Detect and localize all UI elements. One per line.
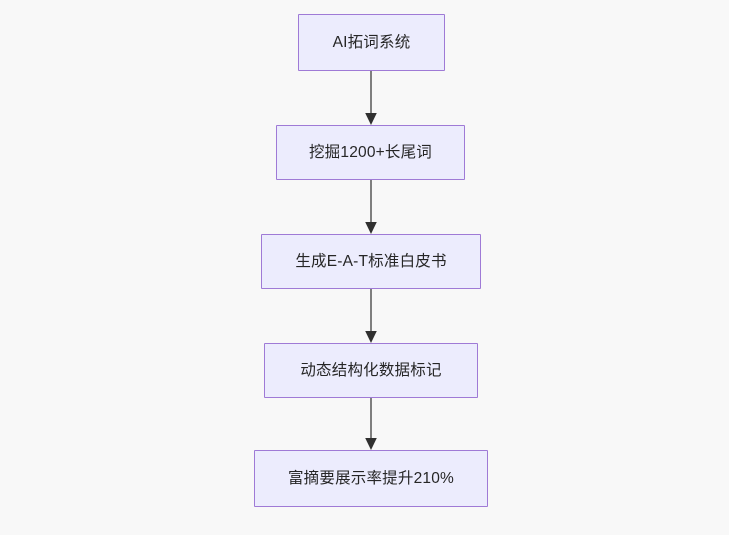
flow-node-mine-longtail-keywords[interactable]: 挖掘1200+长尾词 — [276, 125, 465, 180]
edge-n2-n3 — [365, 180, 377, 234]
flow-node-generate-eat-whitepaper[interactable]: 生成E-A-T标准白皮书 — [261, 234, 481, 289]
flow-node-label: AI拓词系统 — [332, 33, 411, 51]
flow-node-label: 动态结构化数据标记 — [300, 361, 442, 379]
flow-node-dynamic-structured-data-markup[interactable]: 动态结构化数据标记 — [264, 343, 478, 398]
flow-node-ai-keyword-system[interactable]: AI拓词系统 — [298, 14, 445, 71]
flow-node-rich-snippet-impression-increase[interactable]: 富摘要展示率提升210% — [254, 450, 488, 507]
edge-n4-n5 — [365, 398, 377, 450]
flow-node-label: 富摘要展示率提升210% — [287, 469, 455, 487]
edge-n1-n2 — [365, 71, 377, 125]
edge-n3-n4 — [365, 289, 377, 343]
flow-node-label: 挖掘1200+长尾词 — [308, 143, 433, 161]
flow-node-label: 生成E-A-T标准白皮书 — [295, 252, 447, 270]
